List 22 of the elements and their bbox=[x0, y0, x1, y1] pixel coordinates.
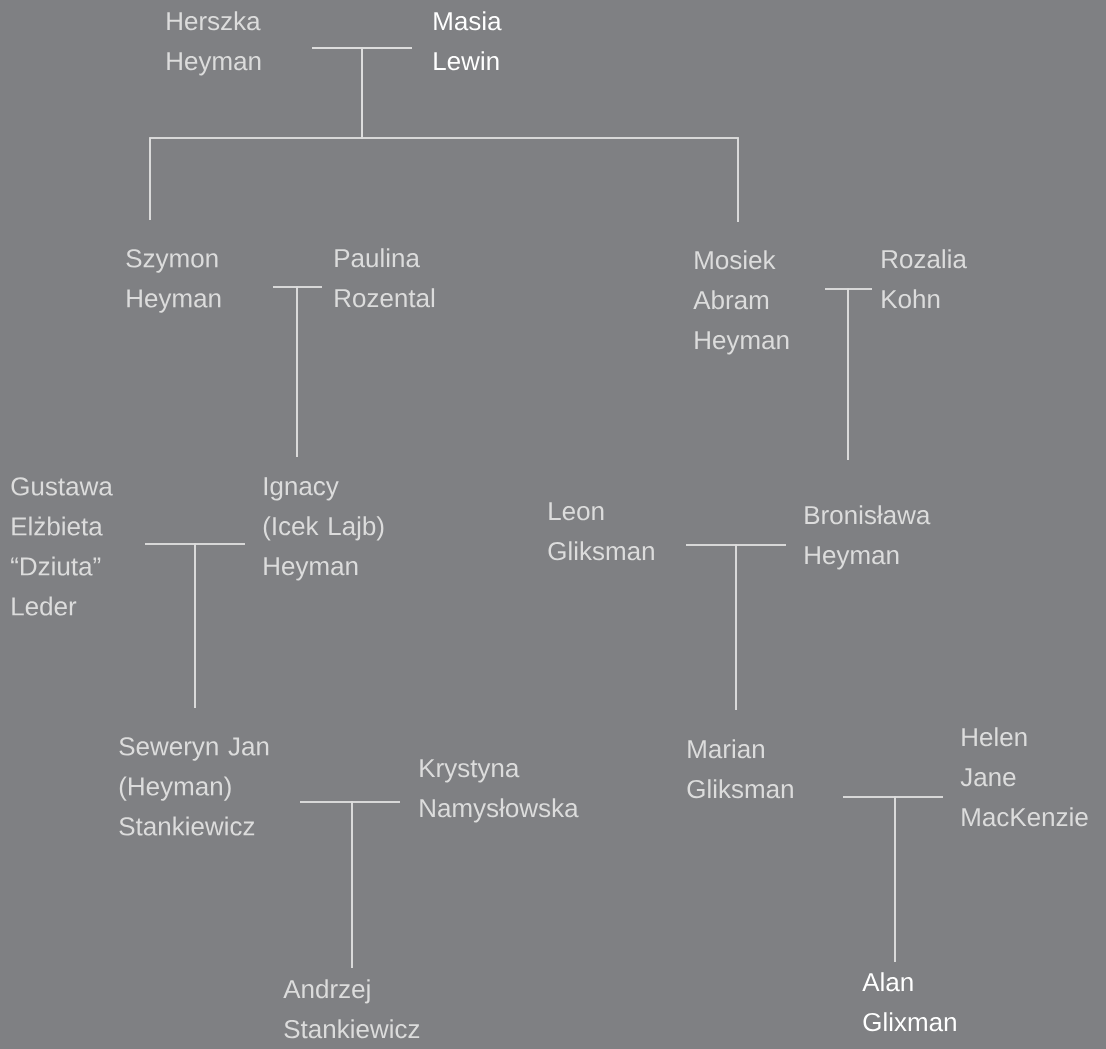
person-name: Masia Lewin bbox=[434, 11, 502, 71]
person-name: Alan Glixman bbox=[862, 972, 956, 1032]
descent-line bbox=[351, 801, 401, 969]
descent-line bbox=[296, 286, 323, 458]
person-name: Helen Jane MacKenzie bbox=[960, 727, 1088, 827]
person-name: Paulina Rozental bbox=[335, 248, 435, 308]
person-name: Mosiek Abram Heyman bbox=[693, 250, 789, 355]
person-name: Krystyna Namysłowska bbox=[420, 759, 579, 823]
person-name: Rozalia Kohn bbox=[882, 249, 967, 309]
person-name: Leon Gliksman bbox=[548, 502, 654, 561]
person-name: Marian Gliksman bbox=[687, 739, 793, 799]
person-name: Andrzej Stankiewicz bbox=[283, 979, 420, 1039]
person-name: Szymon Heyman bbox=[126, 249, 221, 313]
descent-line bbox=[847, 288, 873, 461]
person-name: Herszka Heyman bbox=[167, 11, 261, 76]
descent-line bbox=[194, 543, 246, 709]
person-name: Ignacy (Icek Lajb) Heyman bbox=[263, 477, 384, 581]
person-name: Gustawa Elżbieta “Dziuta” Leder bbox=[11, 477, 113, 616]
person-name: Bronisława Heyman bbox=[805, 505, 931, 570]
person-name: Seweryn Jan (Heyman) Stankiewicz bbox=[119, 737, 269, 836]
descent-line bbox=[894, 796, 944, 963]
descent-line bbox=[735, 544, 787, 711]
